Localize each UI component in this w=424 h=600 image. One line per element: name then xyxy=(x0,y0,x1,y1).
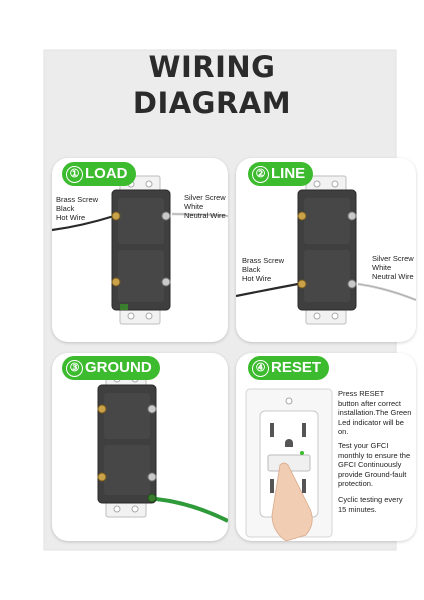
load-silver-line2: White xyxy=(184,202,204,211)
line-silver-label: Silver Screw White Neutral Wire xyxy=(372,254,414,281)
load-silver-label: Silver Screw White Neutral Wire xyxy=(184,193,226,220)
title-line-2: DIAGRAM xyxy=(132,86,292,120)
ground-badge-label: GROUND xyxy=(85,359,152,376)
load-silver-line3: Neutral Wire xyxy=(184,211,226,220)
title-line-1: WIRING xyxy=(148,50,276,84)
reset-text2-line: monthly to ensure the xyxy=(338,450,411,460)
reset-text1-line: Press RESET xyxy=(338,389,385,398)
reset-badge-label: RESET xyxy=(271,359,322,376)
load-wiring-illustration xyxy=(52,175,228,325)
line-badge-label: LINE xyxy=(271,165,306,182)
line-brass-label: Brass Screw Black Hot Wire xyxy=(242,256,284,283)
load-brass-label: Brass Screw Black Hot Wire xyxy=(56,195,98,222)
reset-instruction-3: Cyclic testing every 15 minutes. xyxy=(338,495,414,514)
ground-badge: ③ GROUND xyxy=(62,356,160,380)
reset-instruction-2: Test your GFCI monthly to ensure the GFC… xyxy=(338,441,414,489)
load-badge-label: LOAD xyxy=(85,165,128,182)
reset-badge: ④ RESET xyxy=(248,356,330,380)
load-badge: ① LOAD xyxy=(62,162,136,186)
load-badge-number: ① xyxy=(66,165,83,183)
reset-badge-number: ④ xyxy=(252,359,269,377)
line-silver-line3: Neutral Wire xyxy=(372,272,414,281)
reset-text3-line: Cyclic testing every xyxy=(338,495,403,504)
ground-wiring-illustration xyxy=(97,370,228,523)
load-brass-line1: Brass Screw xyxy=(56,195,99,204)
reset-text2-line: provide Ground-fault xyxy=(338,469,407,479)
reset-illustration xyxy=(245,388,333,541)
reset-text1-line: button after correct xyxy=(338,398,401,408)
panel-load: ① LOAD Brass Screw Black Hot Wire Silver… xyxy=(52,158,228,342)
reset-instruction-1: Press RESET button after correct install… xyxy=(338,389,414,437)
reset-text1-line: installation.The Green xyxy=(338,408,412,418)
reset-text2-line: GFCI Continuously xyxy=(338,460,402,470)
panel-reset: ④ RESET Press RESET button after correct… xyxy=(236,353,416,541)
line-silver-line2: White xyxy=(372,263,392,272)
panel-line: ② LINE Brass Screw Black Hot Wire Silver… xyxy=(236,158,416,342)
panel-ground: ③ GROUND xyxy=(52,353,228,541)
line-brass-line2: Black xyxy=(242,265,261,274)
ground-badge-number: ③ xyxy=(66,359,83,377)
reset-text3-line: 15 minutes. xyxy=(338,504,377,514)
load-brass-line2: Black xyxy=(56,204,75,213)
line-brass-line1: Brass Screw xyxy=(242,256,285,265)
reset-text2-line: Test your GFCI xyxy=(338,441,389,450)
load-silver-line1: Silver Screw xyxy=(184,193,226,202)
reset-text1-line: on. xyxy=(338,427,349,437)
line-silver-line1: Silver Screw xyxy=(372,254,414,263)
reset-text2-line: protection. xyxy=(338,479,374,489)
line-badge-number: ② xyxy=(252,165,269,183)
line-badge: ② LINE xyxy=(248,162,314,186)
line-wiring-illustration xyxy=(236,175,416,325)
reset-text1-line: Led indicator will be xyxy=(338,417,404,427)
load-brass-line3: Hot Wire xyxy=(56,213,86,222)
line-brass-line3: Hot Wire xyxy=(242,274,272,283)
